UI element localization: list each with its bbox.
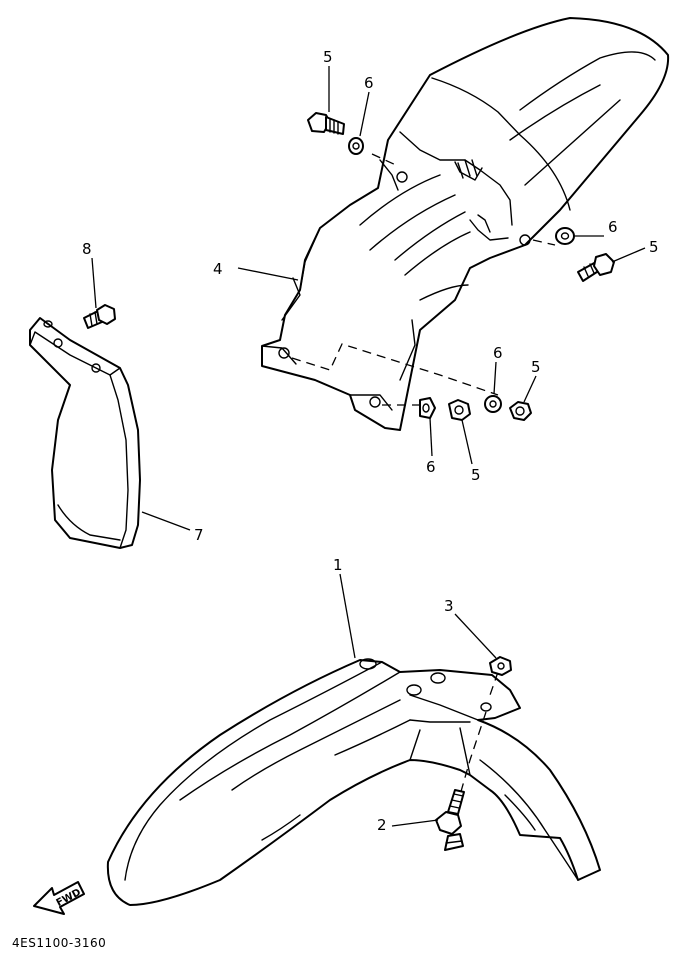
- washer-6-right: [555, 227, 575, 245]
- leader-lines: [91, 66, 646, 827]
- washer-6-low: [419, 397, 436, 419]
- bolt-5-right: [577, 253, 615, 282]
- washer-6-mid: [484, 395, 502, 413]
- callout-4: 4: [213, 260, 223, 278]
- callout-3: 3: [444, 597, 454, 615]
- callout-7: 7: [194, 526, 204, 544]
- diagram-code: 4ES1100-3160: [12, 936, 106, 950]
- callout-8: 8: [82, 240, 92, 258]
- nut-5-low: [448, 399, 471, 421]
- callout-6-mid: 6: [493, 344, 503, 362]
- bolt-2: [435, 789, 465, 851]
- nut-5-mid: [509, 401, 532, 421]
- front-fender-part-1: [106, 658, 601, 906]
- callout-2: 2: [377, 816, 387, 834]
- callout-5-low: 5: [471, 466, 481, 484]
- callout-6-right: 6: [608, 218, 618, 236]
- washer-6-top: [348, 137, 364, 155]
- nut-3: [489, 656, 512, 676]
- bolt-8: [83, 304, 116, 329]
- mud-flap-part-7: [29, 317, 141, 549]
- callout-6-low: 6: [426, 458, 436, 476]
- callout-1: 1: [333, 556, 343, 574]
- callout-labels: 5 6 4 6 5 8 6 5 6 5 7 1 3 2: [82, 48, 659, 834]
- callout-5-top: 5: [323, 48, 333, 66]
- callout-5-right: 5: [649, 238, 659, 256]
- rear-fender-part-4: [261, 17, 670, 431]
- bolt-5-top: [307, 112, 345, 135]
- callout-5-mid: 5: [531, 358, 541, 376]
- callout-6-top: 6: [364, 74, 374, 92]
- fwd-arrow-icon: FWD: [33, 881, 85, 915]
